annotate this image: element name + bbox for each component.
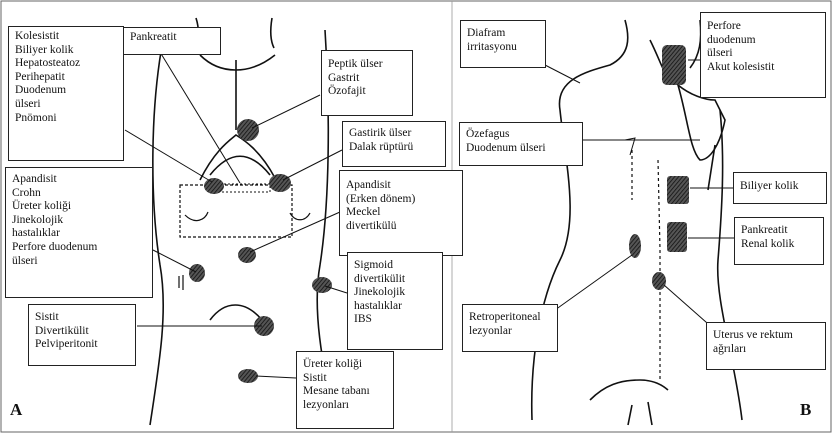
spine-line [632,150,660,380]
label-box-shoulder: Perfore duodenum ülseri Akut kolesistit [700,12,826,98]
abdomen-dotted-region [180,185,292,237]
pain-spots-back [629,45,689,290]
label-line: Uterus ve rektum [713,329,819,343]
label-line: Renal kolik [741,238,817,252]
label-box-uterus-rektum: Uterus ve rektum ağrıları [706,322,826,370]
label-line: Sistit [35,311,129,325]
label-line: Pelviperitonit [35,338,129,352]
pain-spots-front [189,119,332,383]
label-line: Peptik ülser [328,58,406,72]
label-line: hastalıklar [354,300,436,314]
pain-spot-left-upper [269,174,291,192]
label-box-suprapubic: Sistit Divertikülit Pelviperitonit [28,304,136,366]
label-box-pankreatit-front: Pankreatit [123,27,221,55]
label-line: Divertikülit [35,325,129,339]
label-line: Jinekolojik [354,286,436,300]
label-line: Dalak rüptürü [349,141,439,155]
pain-spot-midback [629,234,641,258]
label-line: Pnömoni [15,112,117,126]
label-line: Crohn [12,187,146,201]
label-line: Apandisit [346,179,456,193]
pain-spot-renal [667,222,687,252]
label-line: Diafram [467,27,539,41]
panel-letter-a: A [10,400,22,420]
label-line: Jinekolojik [12,214,146,228]
label-line: Üreter koliği [303,358,387,372]
label-line: (Erken dönem) [346,193,456,207]
label-line: Apandisit [12,173,146,187]
label-line: Kolesistit [15,30,117,44]
pain-spot-epigastric [237,119,259,141]
leader-lines-back [545,60,737,330]
label-line: Biliyer kolik [15,44,117,58]
panel-letter-b: B [800,400,811,420]
label-line: irritasyonu [467,41,539,55]
pain-spot-periumbilical [238,247,256,263]
label-box-biliyer-kolik: Biliyer kolik [733,172,827,204]
label-line: Biliyer kolik [740,180,820,194]
label-line: hastalıklar [12,227,146,241]
label-box-right-upper-quadrant: Kolesistit Biliyer kolik Hepatosteatoz P… [8,26,124,161]
label-line: duodenum [707,34,819,48]
pain-spot-right-lower [189,264,205,282]
label-box-ozefagus: Özefagus Duodenum ülseri [459,122,583,166]
label-box-epigastric: Peptik ülser Gastrit Özofajit [321,50,413,116]
label-line: Pankreatit [130,31,214,45]
label-line: Sistit [303,372,387,386]
label-line: Özefagus [466,128,576,142]
label-box-pankreatit-renal: Pankreatit Renal kolik [734,217,824,265]
label-line: Hepatosteatoz [15,57,117,71]
pain-spot-right-upper [204,178,224,194]
pain-spot-right-flank [667,176,689,204]
label-box-left-upper-quadrant: Gastirik ülser Dalak rüptürü [342,121,446,167]
label-box-groin: Üreter koliği Sistit Mesane tabanı lezyo… [296,351,394,429]
label-line: Perfore duodenum [12,241,146,255]
label-line: Üreter koliği [12,200,146,214]
label-line: lezyonları [303,399,387,413]
label-line: Özofajit [328,85,406,99]
label-line: Retroperitoneal [469,311,551,325]
label-line: IBS [354,313,436,327]
label-box-periumbilical: Apandisit (Erken dönem) Meckel divertikü… [339,170,463,256]
label-line: Sigmoid [354,259,436,273]
pain-spot-groin [238,369,258,383]
label-box-retroperitoneal: Retroperitoneal lezyonlar [462,304,558,352]
label-line: Gastrit [328,72,406,86]
label-line: Pankreatit [741,224,817,238]
label-line: Duodenum ülseri [466,142,576,156]
label-line: Perfore [707,20,819,34]
label-line: ağrıları [713,343,819,357]
label-box-diafram: Diafram irritasyonu [460,20,546,68]
label-line: Gastirik ülser [349,127,439,141]
label-line: lezyonlar [469,325,551,339]
label-line: Duodenum [15,84,117,98]
label-line: Perihepatit [15,71,117,85]
label-line: ülseri [15,98,117,112]
label-box-left-lower-quadrant: Sigmoid divertikülit Jinekolojik hastalı… [347,252,443,350]
pain-spot-shoulder [662,45,686,85]
label-box-right-lower-quadrant: Apandisit Crohn Üreter koliği Jinekoloji… [5,167,153,298]
label-line: Meckel [346,206,456,220]
label-line: divertikülit [354,273,436,287]
pain-spot-sacral [652,272,666,290]
label-line: divertikülü [346,220,456,234]
pain-spot-left-lower [312,277,332,293]
label-line: Mesane tabanı [303,385,387,399]
label-line: ülseri [707,47,819,61]
label-line: ülseri [12,255,146,269]
label-line: Akut kolesistit [707,61,819,75]
